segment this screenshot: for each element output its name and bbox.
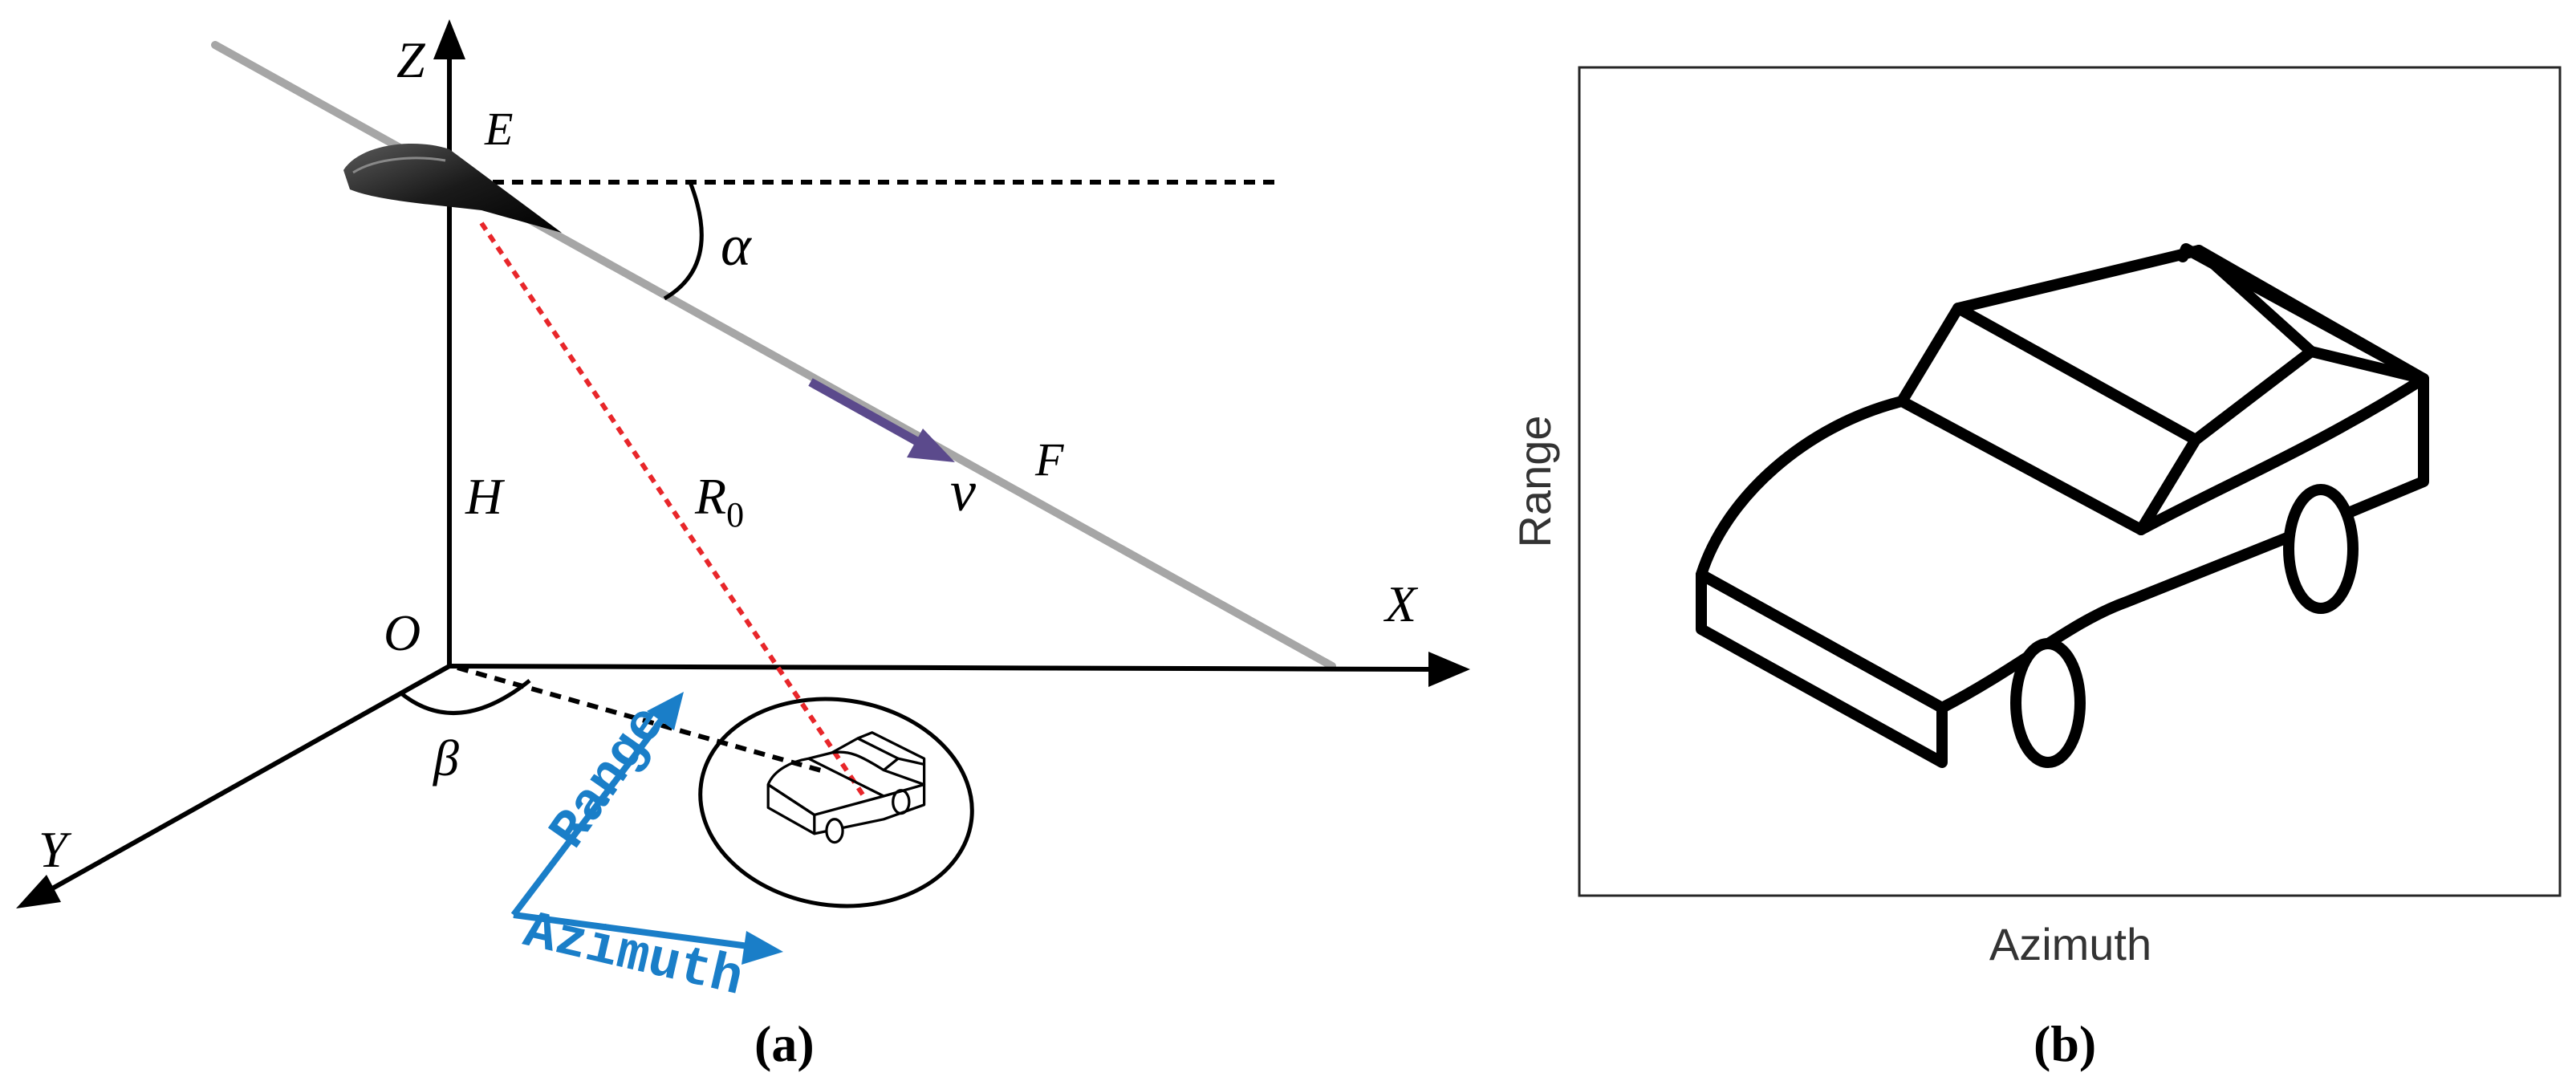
x-axis-label: X bbox=[1383, 575, 1419, 632]
y-axis bbox=[47, 664, 451, 893]
point-e-label: E bbox=[484, 103, 513, 155]
panel-a: Z X Y O E F H α β v R0 Range Azimuth (a) bbox=[16, 19, 1470, 1072]
panel-b: Azimuth Range (b) bbox=[1509, 66, 2562, 1072]
direction-arrows bbox=[510, 692, 783, 965]
velocity-label: v bbox=[950, 459, 976, 523]
car-icon bbox=[766, 731, 926, 844]
ground-projection-line bbox=[457, 665, 827, 774]
y-axis-label: Y bbox=[39, 821, 72, 878]
point-f-label: F bbox=[1034, 433, 1064, 486]
alpha-label: α bbox=[721, 213, 752, 278]
panel-b-ylabel: Range bbox=[1509, 415, 1560, 547]
range-direction-label: Range bbox=[538, 695, 679, 860]
azimuth-direction-label: Azimuth bbox=[518, 900, 749, 1009]
panel-b-caption: (b) bbox=[2034, 1015, 2096, 1072]
origin-label: O bbox=[384, 604, 421, 661]
flight-path bbox=[211, 41, 1336, 670]
panel-a-caption: (a) bbox=[754, 1015, 815, 1072]
velocity-arrow bbox=[808, 378, 955, 462]
slant-range-label: R0 bbox=[694, 468, 744, 534]
alpha-arc bbox=[663, 181, 704, 301]
z-axis-label: Z bbox=[396, 31, 426, 88]
beta-arc bbox=[400, 679, 531, 715]
beta-label: β bbox=[432, 730, 459, 786]
x-axis bbox=[449, 664, 1429, 672]
target-area-ellipse bbox=[698, 697, 974, 908]
height-label: H bbox=[465, 468, 506, 525]
image-frame bbox=[1578, 66, 2562, 897]
panel-b-xlabel: Azimuth bbox=[1989, 919, 2151, 969]
aircraft-icon bbox=[343, 143, 562, 233]
car-icon bbox=[1696, 243, 2429, 768]
